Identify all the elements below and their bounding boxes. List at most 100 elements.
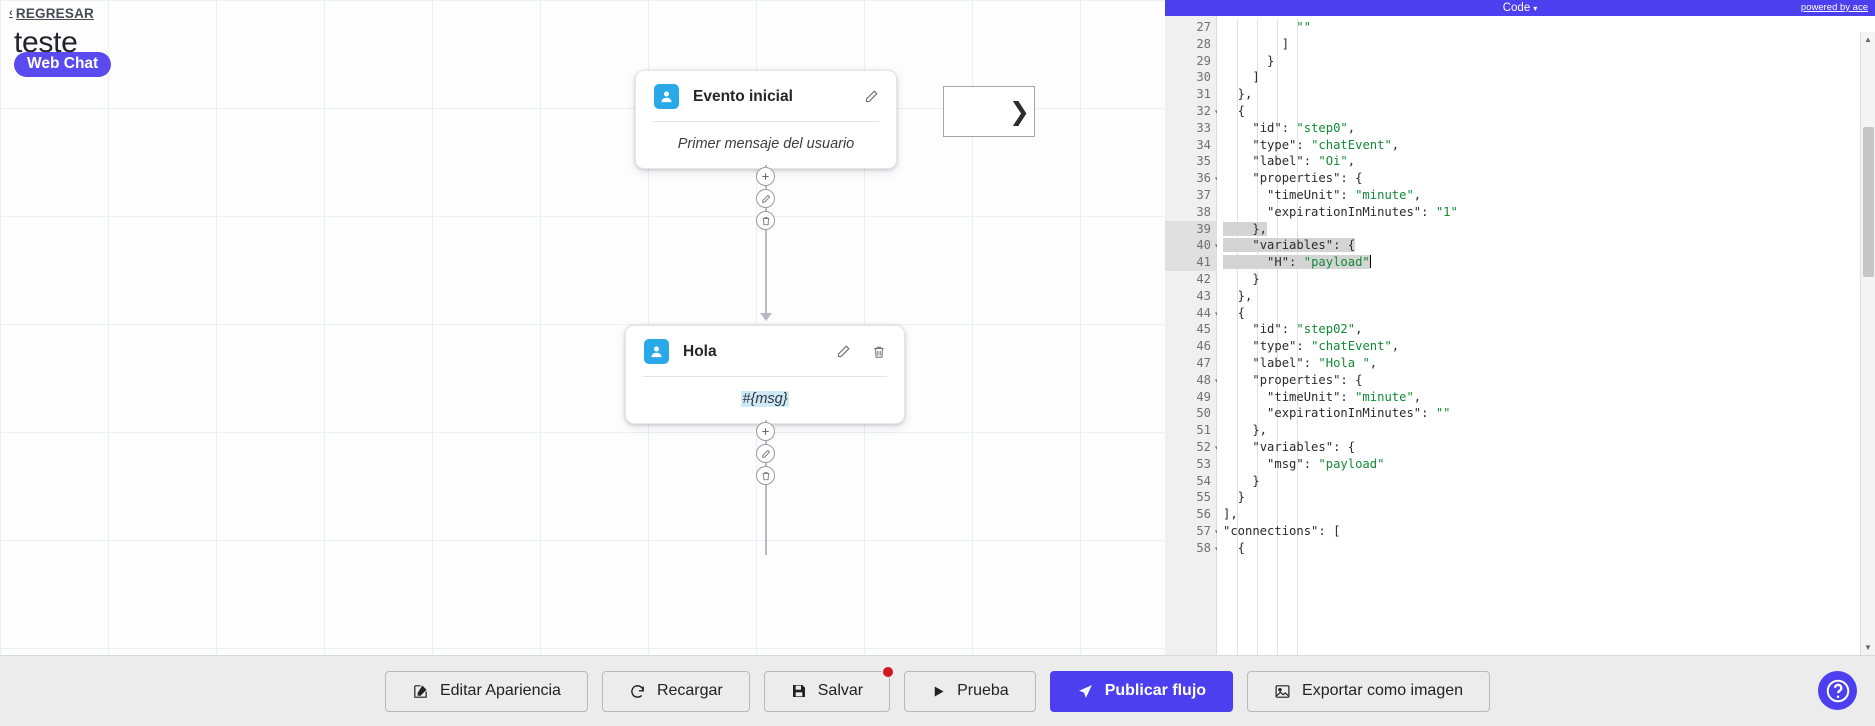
pencil-icon[interactable] [756, 444, 775, 463]
fold-toggle-icon[interactable]: ▾ [1214, 524, 1219, 541]
code-text-area[interactable]: "" ] } ] }, { "id": "step0", "type": "ch… [1217, 16, 1875, 655]
code-line[interactable]: "expirationInMinutes": "" [1267, 406, 1451, 421]
fold-toggle-icon[interactable]: ▾ [1214, 541, 1219, 558]
code-line[interactable]: } [1223, 271, 1260, 286]
toolbar-button-recargar[interactable]: Recargar [601, 670, 750, 712]
unsaved-changes-badge [882, 665, 895, 678]
code-line[interactable]: }, [1223, 288, 1253, 303]
code-line[interactable]: "connections": [ [1223, 523, 1341, 538]
variable-token: #{msg} [741, 391, 789, 407]
pencil-icon[interactable] [756, 189, 775, 208]
toolbar-button-prueba[interactable]: Prueba [904, 670, 1036, 712]
line-number: 53 [1196, 456, 1211, 471]
node-title: Evento inicial [693, 87, 793, 105]
pencil-icon[interactable] [834, 343, 852, 361]
trash-icon[interactable] [756, 211, 775, 230]
code-line[interactable]: } [1223, 473, 1260, 488]
fold-toggle-icon[interactable]: ▾ [1214, 104, 1219, 121]
pencil-icon[interactable] [862, 88, 880, 106]
line-number: 40▾ [1165, 237, 1219, 255]
fold-toggle-icon[interactable]: ▾ [1214, 373, 1219, 390]
send-icon [1077, 683, 1094, 700]
editor-scrollbar[interactable]: ▲ ▼ [1860, 32, 1875, 655]
line-number: 55 [1196, 490, 1211, 505]
code-line[interactable]: "properties": { [1252, 171, 1363, 186]
code-line[interactable]: "H": "payload" [1217, 254, 1875, 271]
code-line[interactable]: }, [1223, 221, 1268, 236]
code-line[interactable]: { [1223, 305, 1246, 320]
trash-icon[interactable] [756, 466, 775, 485]
code-mode-dropdown[interactable]: Code ▾ [1503, 2, 1538, 14]
line-number: 35 [1196, 154, 1211, 169]
plus-icon[interactable] [756, 167, 775, 186]
code-line[interactable]: }, [1223, 423, 1268, 438]
toolbar-button-exportar-como-imagen[interactable]: Exportar como imagen [1247, 670, 1491, 712]
code-line[interactable]: ], [1223, 507, 1238, 522]
line-number: 44▾ [1165, 305, 1219, 323]
line-number: 45 [1196, 322, 1211, 337]
line-number: 50 [1196, 406, 1211, 421]
toolbar-button-label: Editar Apariencia [439, 682, 561, 699]
code-line[interactable]: "id": "step0", [1252, 120, 1356, 135]
line-number: 54 [1196, 473, 1211, 488]
code-line[interactable]: { [1223, 103, 1246, 118]
channel-badge: Web Chat [14, 52, 112, 77]
code-line[interactable]: "msg": "payload" [1267, 456, 1385, 471]
line-number: 48▾ [1165, 372, 1219, 390]
fold-toggle-icon[interactable]: ▾ [1214, 238, 1219, 255]
code-line[interactable]: "type": "chatEvent", [1252, 137, 1400, 152]
code-line[interactable]: "variables": { [1252, 439, 1356, 454]
fold-toggle-icon[interactable]: ▾ [1214, 306, 1219, 323]
code-line[interactable]: } [1223, 53, 1275, 68]
line-number: 34 [1196, 137, 1211, 152]
code-line[interactable]: "properties": { [1252, 372, 1363, 387]
scrollbar-thumb[interactable] [1863, 127, 1874, 277]
line-number: 27 [1196, 20, 1211, 34]
help-button[interactable] [1818, 671, 1857, 710]
code-line[interactable]: ] [1223, 70, 1260, 85]
fold-toggle-icon[interactable]: ▾ [1214, 440, 1219, 457]
flow-node-hola[interactable]: Hola #{msg} [625, 325, 905, 424]
toolbar-button-publicar-flujo[interactable]: Publicar flujo [1049, 670, 1234, 712]
trash-icon[interactable] [870, 343, 888, 361]
flow-node-evento-inicial[interactable]: Evento inicial Primer mensaje del usuari… [635, 70, 897, 169]
powered-by-link[interactable]: powered by ace [1800, 2, 1868, 13]
code-panel-header: Code ▾ powered by ace [1165, 0, 1875, 16]
back-link-label: REGRESAR [15, 6, 94, 21]
node-body-text: Primer mensaje del usuario [677, 136, 855, 152]
line-number: 37 [1196, 187, 1211, 202]
line-number: 36▾ [1165, 170, 1219, 188]
code-line[interactable]: "label": "Oi", [1252, 154, 1356, 169]
code-line[interactable]: "variables": { [1217, 237, 1875, 254]
scroll-down-icon[interactable]: ▼ [1864, 643, 1872, 652]
code-line[interactable]: "timeUnit": "minute", [1267, 389, 1422, 404]
ace-editor[interactable]: 272829303132▾33343536▾37383940▾41424344▾… [1165, 16, 1875, 655]
code-line[interactable]: } [1223, 490, 1246, 505]
code-line[interactable]: "expirationInMinutes": "1" [1267, 204, 1458, 219]
code-line[interactable]: "label": "Hola ", [1252, 355, 1378, 370]
code-line[interactable]: "id": "step02", [1252, 322, 1363, 337]
back-link[interactable]: ‹ REGRESAR [9, 6, 94, 21]
toolbar-button-label: Publicar flujo [1104, 682, 1207, 699]
editor-wrapper: 272829303132▾33343536▾37383940▾41424344▾… [1165, 16, 1875, 655]
line-number: 49 [1196, 389, 1211, 404]
plus-icon[interactable] [756, 422, 775, 441]
line-number-gutter: 272829303132▾33343536▾37383940▾41424344▾… [1165, 16, 1219, 655]
refresh-icon [629, 683, 646, 700]
code-line[interactable]: "timeUnit": "minute", [1267, 187, 1422, 202]
code-fold-widget[interactable]: ❯ [943, 86, 1035, 137]
connector-toolbar-2 [756, 422, 775, 485]
connector-line-1 [765, 165, 767, 320]
toolbar-button-salvar[interactable]: Salvar [763, 665, 895, 712]
code-line[interactable]: }, [1223, 87, 1253, 102]
code-line[interactable]: "type": "chatEvent", [1252, 339, 1400, 354]
fold-toggle-icon[interactable]: ▾ [1214, 171, 1219, 188]
scroll-up-icon[interactable]: ▲ [1864, 35, 1872, 44]
node-title: Hola [683, 342, 717, 360]
chevron-left-icon: ‹ [9, 7, 13, 19]
code-line[interactable]: { [1223, 540, 1246, 555]
code-line[interactable]: "" [1296, 20, 1312, 34]
code-line[interactable]: ] [1223, 36, 1290, 51]
toolbar-button-editar-apariencia[interactable]: Editar Apariencia [384, 670, 588, 712]
